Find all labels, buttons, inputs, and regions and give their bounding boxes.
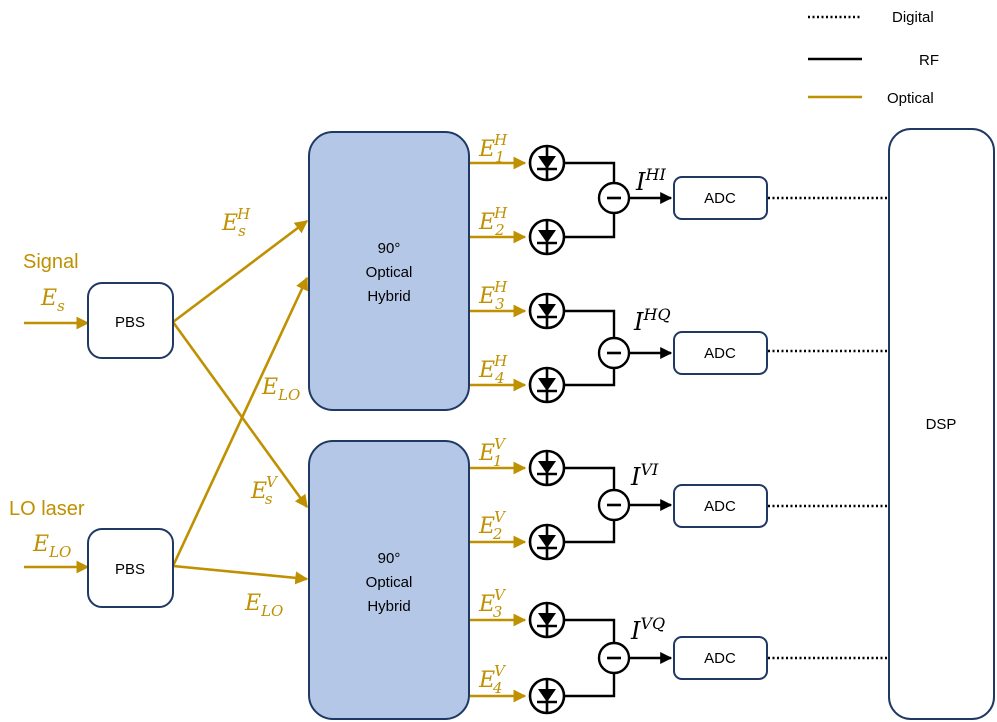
adc-vi [673, 484, 768, 528]
rf-wire-4v [564, 673, 616, 698]
dsp-label: DSP [926, 416, 957, 433]
rf-wire-4h [564, 368, 616, 387]
legend-digital-label: Digital [892, 9, 934, 26]
current-labels: IHI IHQ IVI IVQ [630, 165, 671, 645]
rf-wire-1h [564, 161, 616, 183]
adc-vi-label: ADC [704, 498, 736, 515]
subtractor-icon [597, 181, 631, 215]
photodiode-icon [528, 523, 566, 561]
hybrid-output-arrows [470, 156, 527, 703]
rf-wire-3v [564, 618, 616, 643]
pbs-top: PBS [87, 282, 174, 359]
rf-wire-1v [564, 466, 616, 490]
subtractor-icon [597, 488, 631, 522]
photodiode-icon [528, 449, 566, 487]
subtractor-icon [597, 336, 631, 370]
optical-hybrid-bottom: 90° Optical Hybrid [308, 440, 470, 720]
lo-top-beam [171, 276, 309, 567]
dsp-block: DSP [888, 128, 995, 720]
legend: Digital RF Optical [808, 9, 939, 107]
photodiode-icon [528, 677, 566, 715]
adc-vq [673, 636, 768, 680]
signal-field-label: Es [40, 286, 65, 315]
pbs-top-label: PBS [115, 314, 145, 331]
photodiode-icon [528, 144, 566, 182]
hybrid-bottom-line1: 90° [378, 550, 401, 567]
photodiode-icon [528, 218, 566, 256]
pbs-bottom-label: PBS [115, 561, 145, 578]
optical-hybrid-top: 90° Optical Hybrid [308, 131, 470, 411]
photodiode-icon [528, 601, 566, 639]
rf-wire-2v [564, 520, 616, 544]
legend-optical-label: Optical [887, 90, 934, 107]
subtractor-icon [597, 641, 631, 675]
adc-blocks: ADC ADC ADC ADC [673, 176, 768, 680]
photodiodes [528, 144, 566, 715]
signal-v-beam [171, 321, 309, 509]
hybrid-top-line3: Hybrid [367, 288, 410, 305]
lo-bottom-beam [172, 564, 309, 585]
rf-wire-3h [564, 309, 616, 338]
elo-bottom-label: ELO [244, 591, 283, 620]
adc-hq [673, 331, 768, 375]
rf-wiring [564, 161, 673, 698]
hybrid-bottom-line3: Hybrid [367, 598, 410, 615]
adc-vq-label: ADC [704, 650, 736, 667]
hybrid-bottom-line2: Optical [366, 574, 413, 591]
adc-hq-label: ADC [704, 345, 736, 362]
i-hq-label: IHQ [633, 305, 671, 336]
i-vi-label: IVI [630, 460, 659, 491]
legend-rf-label: RF [919, 52, 939, 69]
i-hi-label: IHI [635, 165, 666, 196]
elo-top-label: ELO [261, 375, 300, 404]
lo-laser-label: LO laser [9, 498, 85, 520]
signal-h-beam [172, 219, 309, 324]
adc-hi-label: ADC [704, 190, 736, 207]
pbs-bottom: PBS [87, 528, 174, 608]
photodiode-icon [528, 366, 566, 404]
i-vq-label: IVQ [630, 614, 665, 645]
lo-field-label: ELO [32, 532, 71, 561]
digital-links [768, 196, 889, 660]
subtractors [597, 181, 631, 675]
hybrid-top-line2: Optical [366, 264, 413, 281]
adc-hi [673, 176, 768, 220]
hybrid-top-line1: 90° [378, 240, 401, 257]
rf-wire-2h [564, 213, 616, 239]
photodiode-icon [528, 292, 566, 330]
signal-label: Signal [23, 251, 79, 273]
